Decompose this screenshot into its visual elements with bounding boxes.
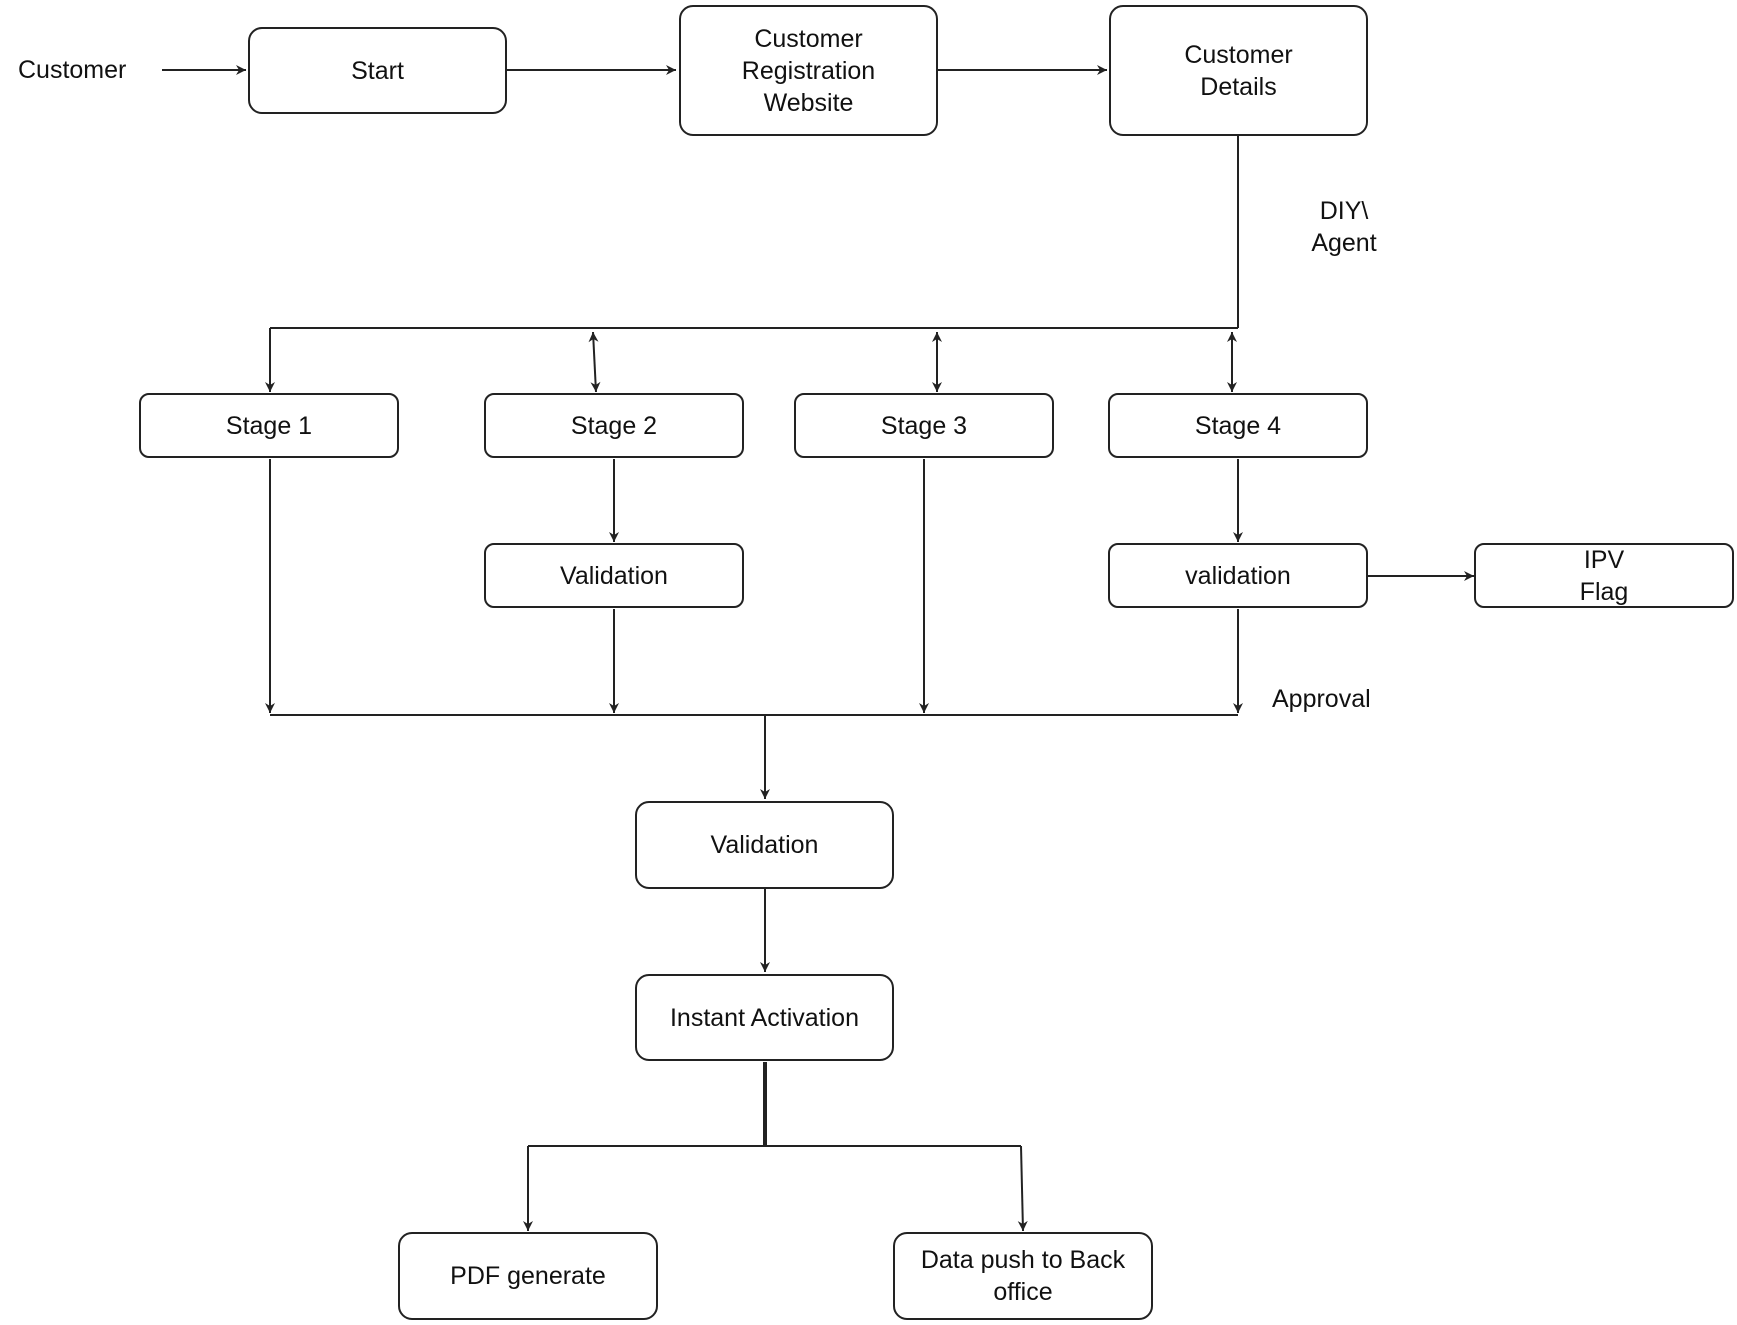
ipv-flag-node: IPV Flag bbox=[1474, 543, 1734, 608]
registration-website-node: Customer Registration Website bbox=[679, 5, 938, 136]
instant-activation-node: Instant Activation bbox=[635, 974, 894, 1061]
stage2-node: Stage 2 bbox=[484, 393, 744, 458]
stage2-validation-node-label: Validation bbox=[560, 561, 668, 590]
stage4-node: Stage 4 bbox=[1108, 393, 1368, 458]
stage4-validation-node-label: validation bbox=[1185, 561, 1291, 590]
stage3-node: Stage 3 bbox=[794, 393, 1054, 458]
stage1-node: Stage 1 bbox=[139, 393, 399, 458]
ipv-flag-node-label: IPV Flag bbox=[1579, 545, 1629, 606]
customer-actor-label: Customer bbox=[18, 56, 127, 84]
stage3-node-label: Stage 3 bbox=[880, 411, 968, 440]
stage4-validation-node: validation bbox=[1108, 543, 1368, 608]
data-push-node-label: Data push to Back office bbox=[920, 1246, 1126, 1306]
start-node: Start bbox=[248, 27, 507, 114]
stage2-validation-node: Validation bbox=[484, 543, 744, 608]
start-node-label: Start bbox=[351, 56, 404, 85]
stage1-node-label: Stage 1 bbox=[225, 411, 313, 440]
diy-agent-label: DIY\ Agent bbox=[1311, 197, 1377, 257]
edge-bus-stage2 bbox=[588, 331, 601, 393]
registration-website-node-label: Customer Registration Website bbox=[741, 24, 876, 117]
validation-node: Validation bbox=[635, 801, 894, 889]
instant-activation-node-label: Instant Activation bbox=[669, 1003, 859, 1032]
stage2-node-label: Stage 2 bbox=[570, 411, 658, 440]
approval-label: Approval bbox=[1272, 685, 1371, 713]
edge-split-datapush bbox=[1017, 1145, 1028, 1232]
stage4-node-label: Stage 4 bbox=[1194, 411, 1282, 440]
pdf-generate-node-label: PDF generate bbox=[450, 1262, 606, 1290]
customer-details-node-label: Customer Details bbox=[1184, 40, 1293, 101]
pdf-generate-node: PDF generate bbox=[398, 1232, 658, 1320]
validation-node-label: Validation bbox=[710, 831, 819, 859]
customer-details-node: Customer Details bbox=[1109, 5, 1368, 136]
data-push-node: Data push to Back office bbox=[893, 1232, 1153, 1320]
